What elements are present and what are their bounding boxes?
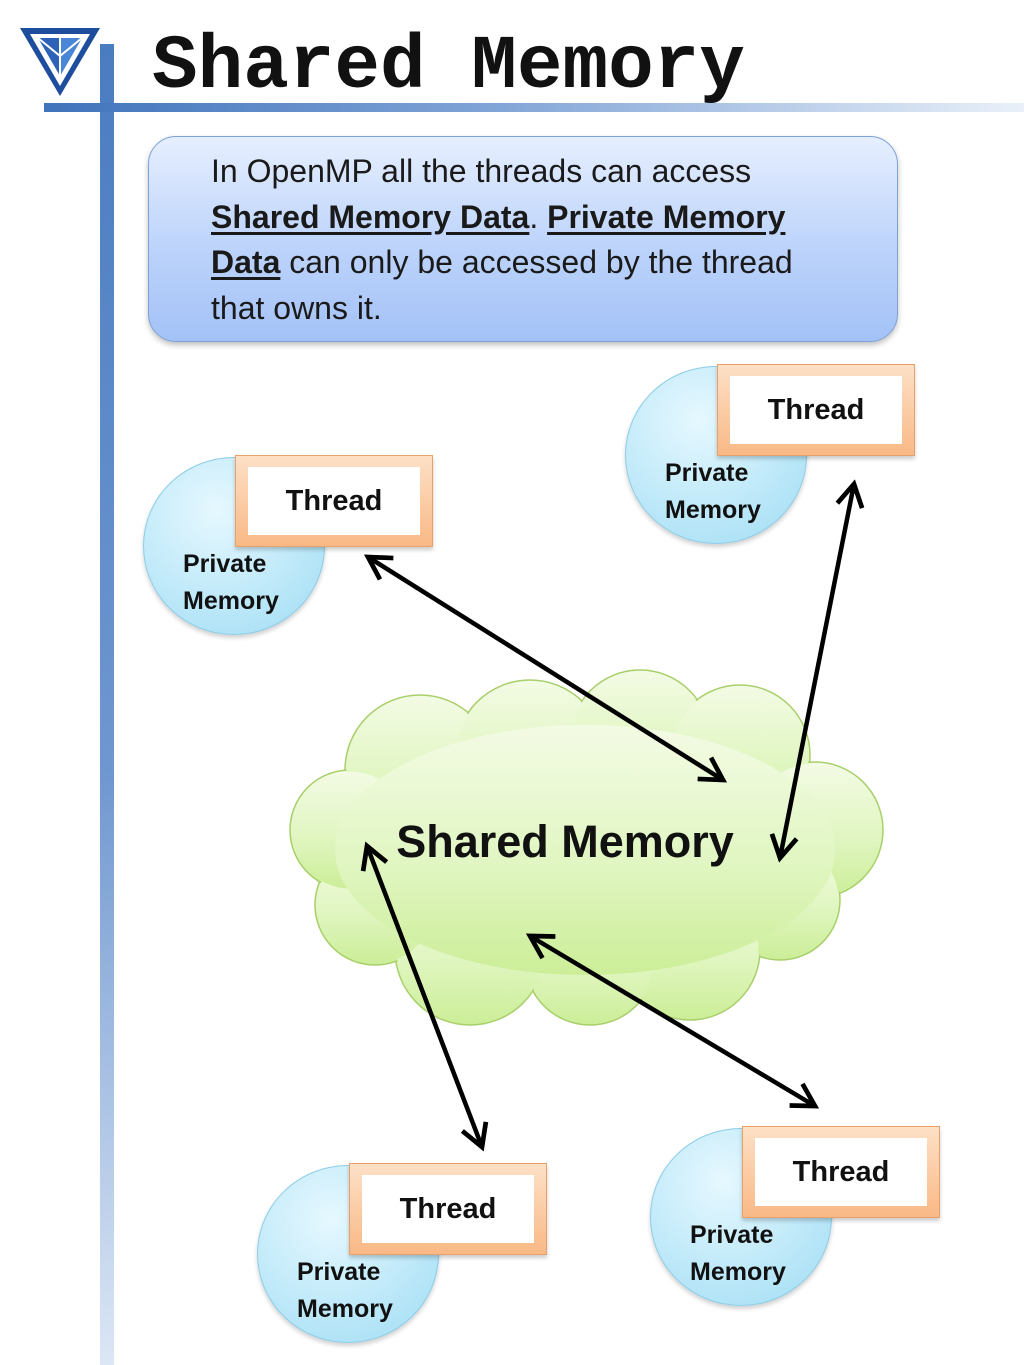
callout-text-2: .: [529, 198, 548, 235]
private-memory-label: Private Memory: [690, 1217, 786, 1291]
thread-label: Thread: [755, 1138, 927, 1206]
shared-memory-label: Shared Memory: [396, 816, 734, 867]
thread-box: Thread: [235, 455, 433, 547]
definition-callout: In OpenMP all the threads can access Sha…: [148, 136, 898, 342]
thread-label: Thread: [248, 467, 420, 535]
private-memory-label-line-1: Private: [183, 550, 267, 578]
private-memory-label: Private Memory: [297, 1254, 393, 1328]
private-memory-label-line-2: Memory: [690, 1258, 786, 1286]
thread-box: Thread: [742, 1126, 940, 1218]
page-title: Shared Memory: [152, 24, 745, 110]
horizontal-accent-bar: [44, 103, 1024, 112]
private-memory-label: Private Memory: [183, 546, 279, 620]
thread-label: Thread: [730, 376, 902, 444]
arrow-shared-thread-bottom-left: [360, 841, 489, 1152]
thread-label: Thread: [362, 1175, 534, 1243]
arrow-shared-thread-bottom-right: [525, 933, 820, 1109]
thread-box: Thread: [717, 364, 915, 456]
private-memory-label-line-1: Private: [690, 1221, 774, 1249]
private-memory-label: Private Memory: [665, 455, 761, 529]
callout-text-3: can only be accessed by the thread that …: [211, 244, 793, 326]
arrow-shared-thread-top-left: [363, 554, 728, 783]
callout-text-1: In OpenMP all the threads can access: [211, 153, 752, 189]
shared-memory-data-term: Shared Memory Data: [211, 198, 530, 235]
private-memory-label-line-2: Memory: [297, 1295, 393, 1323]
triangle-logo-icon: [20, 28, 100, 96]
private-memory-label-line-1: Private: [665, 459, 749, 487]
arrow-shared-thread-top-right: [769, 479, 865, 863]
vertical-accent-bar: [100, 44, 114, 1365]
thread-box: Thread: [349, 1163, 547, 1255]
private-memory-label-line-2: Memory: [183, 587, 279, 615]
private-memory-label-line-2: Memory: [665, 496, 761, 524]
private-memory-data-term: Private Memory Data: [211, 198, 786, 281]
private-memory-label-line-1: Private: [297, 1258, 381, 1286]
